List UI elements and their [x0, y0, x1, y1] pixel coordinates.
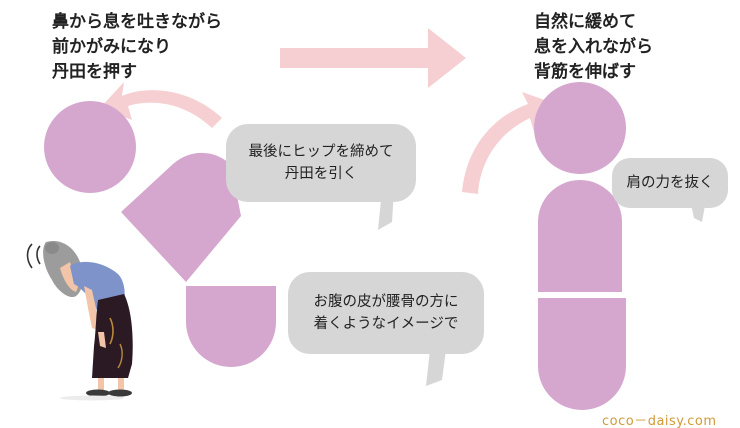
right-caption: 自然に緩めて 息を入れながら 背筋を伸ばす: [534, 12, 653, 82]
bend-forward-arrow: [100, 82, 222, 128]
site-watermark: coco－daisy.com: [602, 414, 717, 428]
right-head-shape: [534, 82, 626, 174]
tip-bubble-belly: お腹の皮が腰骨の方に 着くようなイメージで: [288, 272, 484, 354]
transition-arrow: [280, 28, 466, 88]
tip-bubble-hip: 最後にヒップを締めて 丹田を引く: [226, 124, 416, 202]
woman-bending-figure: [26, 240, 133, 401]
straighten-up-arrow: [462, 92, 556, 194]
left-head-shape: [44, 101, 136, 193]
right-hip-shape: [538, 298, 626, 410]
bubble-tail-bottom: [426, 350, 446, 386]
left-caption: 鼻から息を吐きながら 前かがみになり 丹田を押す: [52, 12, 222, 82]
right-torso-shape: [538, 180, 622, 292]
left-torso-shape: [121, 152, 241, 282]
tip-bubble-shoulder: 肩の力を抜く: [612, 158, 728, 208]
left-hip-shape: [186, 286, 276, 367]
